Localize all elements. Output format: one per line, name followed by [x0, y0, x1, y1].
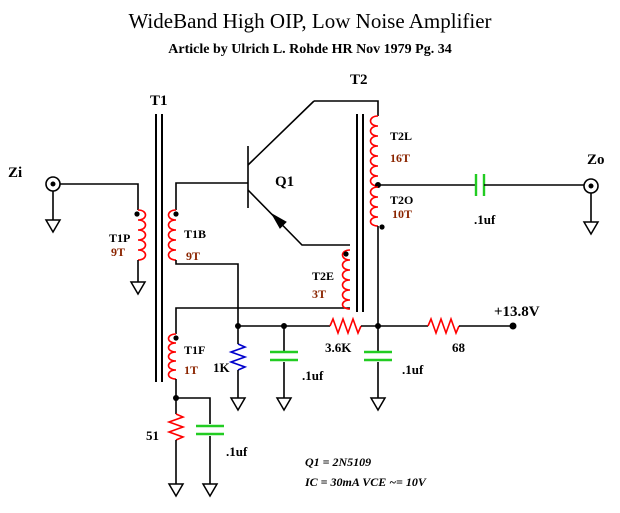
output-connector-zo: [583, 178, 599, 194]
t1f-winding: [167, 333, 177, 380]
node-supply-terminal: [509, 322, 517, 330]
label-r1k: 1K: [213, 360, 231, 375]
label-c-emitter: .1uf: [226, 444, 248, 459]
t1p-winding: [137, 209, 147, 261]
t1-core: [155, 114, 163, 382]
label-t1p-turns: 9T: [111, 245, 125, 259]
t2o-phase-dot: [379, 224, 385, 230]
note-q1-part: Q1 = 2N5109: [305, 455, 371, 469]
capacitor-output: [474, 174, 486, 196]
ground-symbol-t1p: [129, 281, 147, 296]
label-c-base: .1uf: [402, 362, 424, 377]
label-r51: 51: [146, 428, 159, 443]
label-t1f-turns: 1T: [184, 363, 198, 377]
schematic-title: WideBand High OIP, Low Noise Amplifier: [128, 9, 491, 33]
resistor-3k6: [329, 316, 362, 336]
label-t2o-turns: 10T: [392, 207, 412, 221]
wire-node-cemit: [176, 397, 211, 424]
wire-t1f-top: [175, 307, 350, 334]
wire-t1b-bias: [175, 260, 239, 326]
label-zi: Zi: [8, 165, 22, 181]
label-t2l: T2L: [390, 129, 412, 143]
label-t1b: T1B: [184, 227, 206, 241]
wire-zi-t1p: [60, 183, 139, 210]
t2o-winding: [369, 186, 379, 227]
transistor-q1: [247, 100, 350, 246]
t2e-winding: [341, 249, 351, 310]
label-t1b-turns: 9T: [186, 249, 200, 263]
resistor-1k: [228, 343, 248, 371]
resistor-51: [166, 413, 186, 441]
label-zo: Zo: [587, 152, 605, 168]
schematic-subtitle: Article by Ulrich L. Rohde HR Nov 1979 P…: [168, 42, 451, 57]
label-t2o: T2O: [390, 193, 413, 207]
t1b-winding: [167, 209, 177, 261]
label-t1p: T1P: [109, 231, 130, 245]
label-t2l-turns: 16T: [390, 151, 410, 165]
capacitor-supply: [364, 350, 392, 362]
label-c-output: .1uf: [474, 212, 496, 227]
ground-symbol-zo: [582, 221, 600, 236]
capacitor-emitter: [196, 424, 224, 436]
t2e-phase-dot: [343, 251, 349, 257]
ground-symbol-zi: [44, 219, 62, 234]
label-t2e: T2E: [312, 269, 334, 283]
ground-symbol-r1k: [229, 397, 247, 412]
label-t2e-turns: 3T: [312, 287, 326, 301]
input-connector-zi: [45, 176, 61, 192]
ground-symbol-csupply: [369, 397, 387, 412]
label-t1f: T1F: [184, 343, 205, 357]
label-q1: Q1: [275, 174, 294, 190]
wire-q1-base-t1b: [175, 182, 248, 210]
t2l-winding: [369, 115, 379, 187]
label-r3k6: 3.6K: [325, 340, 352, 355]
resistor-68: [427, 316, 460, 336]
t1b-phase-dot: [173, 211, 179, 217]
t2-core: [356, 114, 364, 312]
t1f-phase-dot: [173, 335, 179, 341]
label-r68: 68: [452, 340, 466, 355]
label-t1: T1: [150, 93, 168, 109]
t1p-phase-dot: [134, 211, 140, 217]
label-supply: +13.8V: [494, 304, 540, 320]
ground-symbol-cemit: [201, 483, 219, 498]
ground-symbol-cmid: [275, 397, 293, 412]
label-t2: T2: [350, 72, 368, 88]
capacitor-mid: [270, 350, 298, 362]
label-c-mid: .1uf: [302, 368, 324, 383]
wire-collector-t2: [314, 100, 379, 116]
note-bias: IC = 30mA VCE ~= 10V: [304, 475, 427, 489]
ground-symbol-r51: [167, 483, 185, 498]
